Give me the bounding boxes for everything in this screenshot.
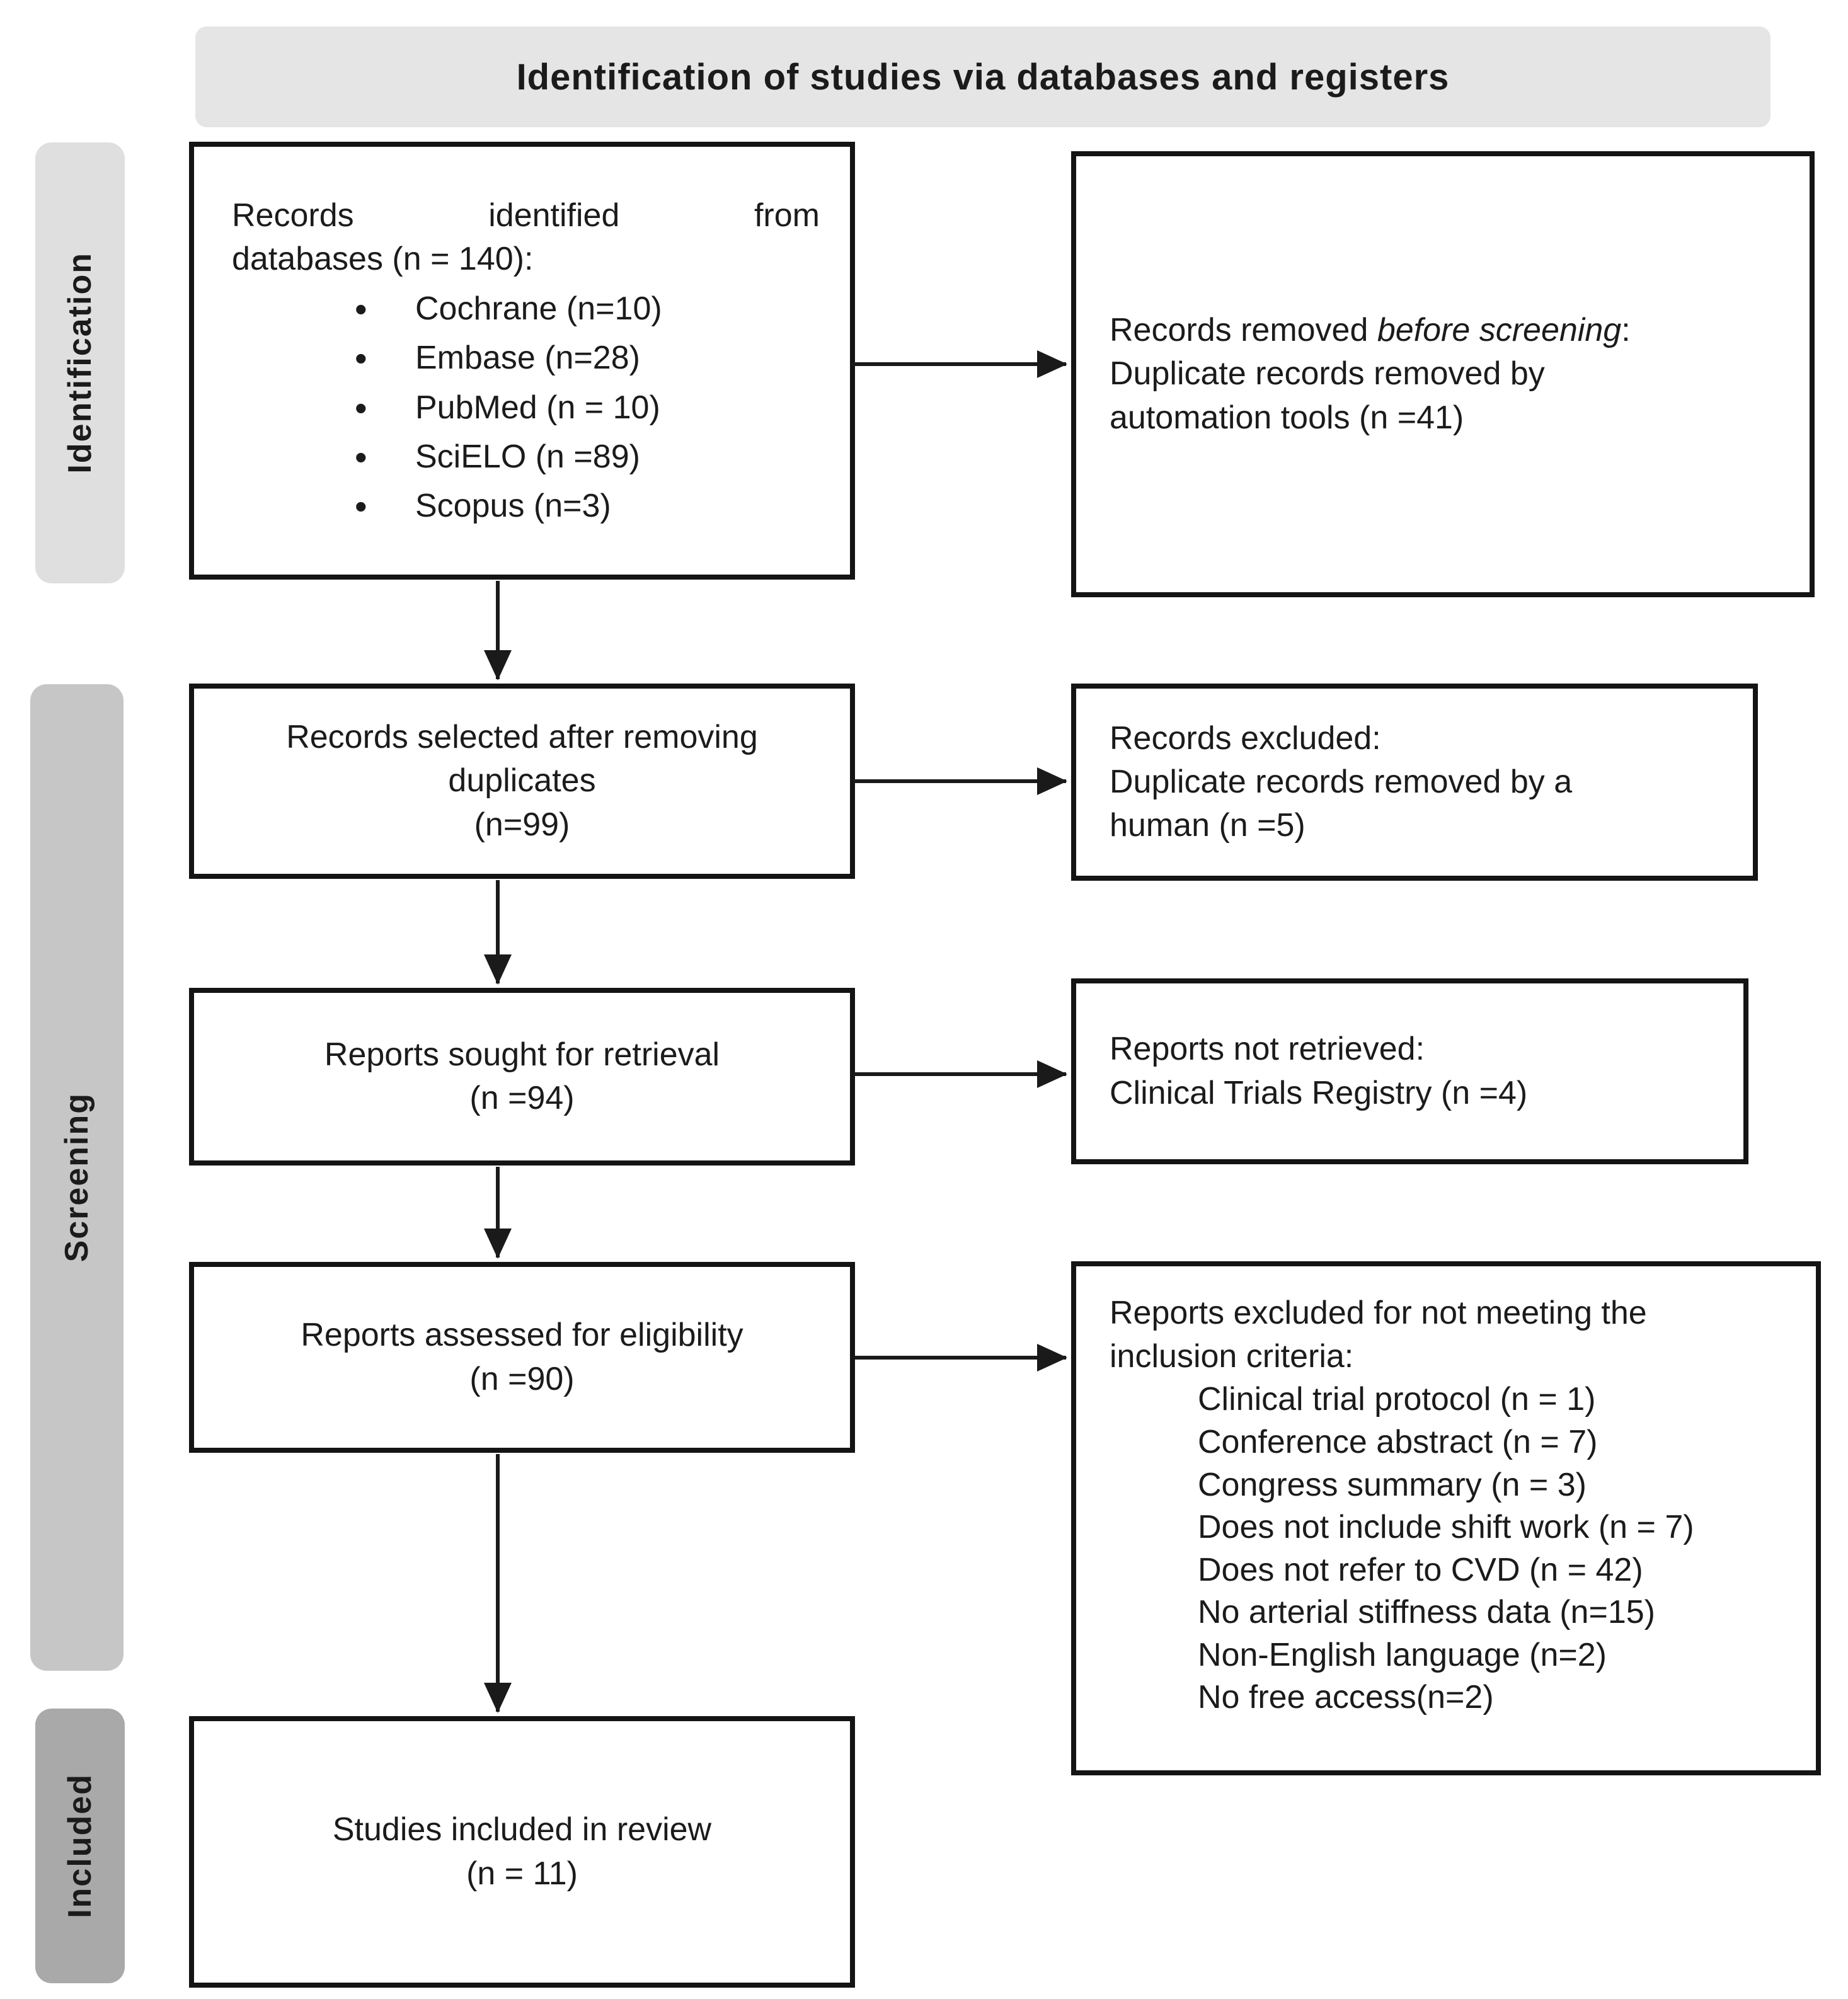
list-item: No arterial stiffness data (n=15) bbox=[1198, 1594, 1655, 1631]
list-item: Does not refer to CVD (n = 42) bbox=[1198, 1551, 1643, 1588]
reports-excluded-header: Reports excluded for not meeting the inc… bbox=[1110, 1292, 1797, 1378]
exclusion-reason-list: Clinical trial protocol (n = 1) Conferen… bbox=[1198, 1378, 1797, 1719]
box-records-identified: Records identified from databases (n = 1… bbox=[189, 142, 855, 580]
box-text-line: Records selected after removing bbox=[286, 719, 758, 756]
box-count: (n = 11) bbox=[466, 1855, 578, 1892]
box-reports-assessed: Reports assessed for eligibility (n =90) bbox=[189, 1262, 855, 1453]
stage-label-screening: Screening bbox=[30, 684, 123, 1671]
stage-label-included: Included bbox=[35, 1709, 125, 1983]
box-records-excluded: Records excluded: Duplicate records remo… bbox=[1071, 684, 1758, 881]
box-text-line: human (n =5) bbox=[1110, 807, 1306, 844]
word: Records bbox=[232, 197, 354, 234]
records-identified-line2: databases (n = 140): bbox=[232, 241, 534, 278]
word: from bbox=[754, 197, 820, 234]
list-item: Embase (n=28) bbox=[355, 335, 820, 382]
diagram-title: Identification of studies via databases … bbox=[516, 56, 1450, 98]
stage-label-identification: Identification bbox=[35, 142, 125, 583]
list-item: Does not include shift work (n = 7) bbox=[1198, 1509, 1694, 1546]
list-item: Conference abstract (n = 7) bbox=[1198, 1423, 1598, 1460]
stage-label-text: Identification bbox=[62, 252, 98, 474]
box-text-line: Duplicate records removed by bbox=[1110, 355, 1545, 392]
box-text-line: Reports not retrieved: bbox=[1110, 1031, 1425, 1068]
list-item: Clinical trial protocol (n = 1) bbox=[1198, 1381, 1596, 1418]
box-text-line: Records excluded: bbox=[1110, 719, 1381, 757]
box-count: (n=99) bbox=[474, 806, 570, 843]
stage-label-text: Screening bbox=[59, 1092, 95, 1263]
text-segment: : bbox=[1621, 312, 1631, 349]
box-count: (n =90) bbox=[469, 1360, 575, 1397]
list-item: Cochrane (n=10) bbox=[355, 286, 820, 333]
list-item: SciELO (n =89) bbox=[355, 434, 820, 481]
diagram-title-banner: Identification of studies via databases … bbox=[195, 26, 1771, 127]
records-removed-line1: Records removed before screening: bbox=[1110, 309, 1784, 352]
box-reports-not-retrieved: Reports not retrieved: Clinical Trials R… bbox=[1071, 978, 1748, 1164]
box-text-line: Studies included in review bbox=[332, 1811, 712, 1848]
list-item: PubMed (n = 10) bbox=[355, 385, 820, 432]
list-item: Congress summary (n = 3) bbox=[1198, 1466, 1587, 1503]
box-records-removed: Records removed before screening: Duplic… bbox=[1071, 151, 1815, 597]
box-text-line: inclusion criteria: bbox=[1110, 1338, 1354, 1375]
box-count: (n =94) bbox=[469, 1080, 575, 1116]
box-text-line: automation tools (n =41) bbox=[1110, 399, 1464, 436]
list-item: Non-English language (n=2) bbox=[1198, 1636, 1607, 1673]
box-text-line: Reports assessed for eligibility bbox=[301, 1317, 743, 1354]
box-text-line: Duplicate records removed by a bbox=[1110, 763, 1573, 800]
box-text-line: Clinical Trials Registry (n =4) bbox=[1110, 1074, 1528, 1111]
box-text-line: Reports excluded for not meeting the bbox=[1110, 1295, 1647, 1331]
box-text-line: duplicates bbox=[448, 762, 596, 799]
text-segment-italic: before screening bbox=[1377, 312, 1622, 349]
box-reports-excluded: Reports excluded for not meeting the inc… bbox=[1071, 1261, 1821, 1775]
text-segment: Records removed bbox=[1110, 312, 1377, 349]
database-list: Cochrane (n=10) Embase (n=28) PubMed (n … bbox=[355, 286, 820, 530]
box-text-line: Reports sought for retrieval bbox=[324, 1036, 720, 1073]
list-item: Scopus (n=3) bbox=[355, 483, 820, 530]
records-identified-line1: Records identified from bbox=[232, 194, 820, 238]
box-reports-sought: Reports sought for retrieval (n =94) bbox=[189, 988, 855, 1166]
list-item: No free access(n=2) bbox=[1198, 1679, 1494, 1716]
stage-label-text: Included bbox=[62, 1773, 98, 1918]
word: identified bbox=[488, 197, 620, 234]
box-records-selected: Records selected after removing duplicat… bbox=[189, 684, 855, 879]
box-studies-included: Studies included in review (n = 11) bbox=[189, 1716, 855, 1988]
